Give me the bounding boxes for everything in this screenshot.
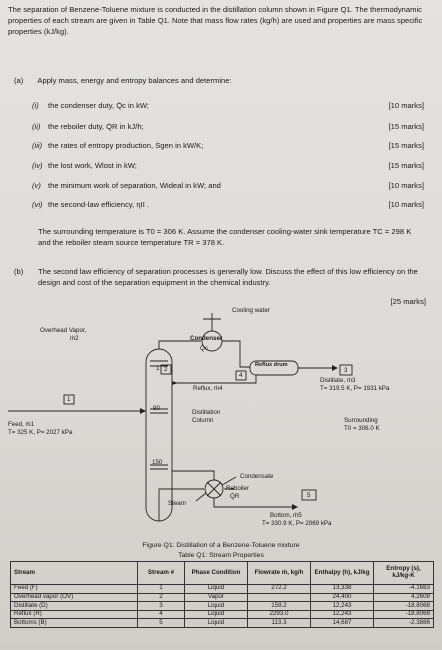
tray-number-bottom: 150 xyxy=(152,459,163,466)
bottom-label: Bottom, ṁ5 xyxy=(270,512,302,519)
stream-box-2: 2 xyxy=(164,366,168,373)
feed-conditions: T= 325 K, P= 2027 kPa xyxy=(8,429,73,436)
table-row: Overhead vapor (OV) 2 Vapor 24,400 4.260… xyxy=(10,592,434,603)
part-a-item: (iii) the rates of entropy production, Ṡ… xyxy=(32,141,424,150)
part-a-item: (iv) the lost work, Ẇlost in kW; [15 mar… xyxy=(32,161,424,170)
part-a-label: (a) xyxy=(14,76,24,85)
col-header-stream: Stream xyxy=(10,561,138,585)
reflux-drum-label: Reflux drum xyxy=(255,362,288,368)
stream-box-5: 5 xyxy=(307,492,311,499)
stream-box-1: 1 xyxy=(67,396,71,403)
distillate-conditions: T= 319.5 K, P= 1931 kPa xyxy=(320,385,390,392)
overhead-vapor-label: Overhead Vapor, xyxy=(40,327,87,334)
table-header-row: Stream Stream # Phase Condition Flowrate… xyxy=(10,561,434,585)
part-a-item: (ii) the reboiler duty, Q̇R in kJ/h; [15… xyxy=(32,122,424,131)
part-a-text: Apply mass, energy and entropy balances … xyxy=(37,76,232,85)
table-row: Bottoms (B) 5 Liquid 113.3 14,687 -2.388… xyxy=(10,618,434,628)
table-caption: Table Q1: Stream Properties xyxy=(178,552,264,559)
bottom-conditions: T= 330.9 K, P= 2069 kPa xyxy=(262,520,332,527)
part-a-heading: (a) Apply mass, energy and entropy balan… xyxy=(14,75,232,86)
table-row: Feed (F) 1 Liquid 272.2 13,338 -4.1683 xyxy=(10,584,434,594)
part-b-marks: [25 marks] xyxy=(390,297,426,306)
col-header-stream-number: Stream # xyxy=(137,561,185,585)
stream-box-4: 4 xyxy=(239,372,243,379)
reboiler-label: Reboiler xyxy=(226,485,250,492)
col-header-enthalpy: Enthalpy (h), kJ/kg xyxy=(310,561,374,585)
stream-box-3: 3 xyxy=(344,367,348,374)
condenser-label: Condenser xyxy=(190,335,223,342)
figure-caption: Figure Q1: Distillation of a Benzene-Tol… xyxy=(142,542,300,549)
table-row: Distillate (D) 3 Liquid 159.2 12,243 -18… xyxy=(10,601,434,611)
steam-label: Steam xyxy=(168,500,186,507)
col-header-flowrate: Flowrate ṁ, kg/h xyxy=(247,561,311,585)
part-a-item: (vi) the second-law efficiency, ηII . [1… xyxy=(32,200,424,209)
column-label: Distillation Column xyxy=(192,409,221,425)
col-header-phase: Phase Condition xyxy=(184,561,248,585)
intro-paragraph: The separation of Benzene-Toluene mixtur… xyxy=(8,5,423,36)
surroundings-paragraph: The surrounding temperature is T0 = 306 … xyxy=(38,227,412,247)
distillation-diagram: Cooling water Overhead Vapor, ṁ2 Condens… xyxy=(0,305,442,540)
distillate-label: Distillate, ṁ3 xyxy=(320,377,356,384)
tray-number-top: 1 xyxy=(156,365,160,372)
stream-properties-table: Stream Stream # Phase Condition Flowrate… xyxy=(10,561,434,628)
part-b-label: (b) xyxy=(14,267,24,276)
overhead-vapor-symbol: ṁ2 xyxy=(70,335,79,342)
part-a-item: (i) the condenser duty, Q̇c in kW; [10 m… xyxy=(32,101,424,110)
condensate-label: Condensate xyxy=(240,473,274,480)
part-b-text: The second law efficiency of separation … xyxy=(38,267,418,287)
cooling-water-label: Cooling water xyxy=(232,307,270,314)
surrounding-label: Surrounding xyxy=(344,417,378,424)
feed-label: Feed, ṁ1 xyxy=(8,421,35,428)
diagram-lines xyxy=(8,313,353,522)
tray-number-mid: 90 xyxy=(153,405,160,412)
surrounding-temperature: T0 = 306.0 K xyxy=(344,425,380,432)
part-a-item: (v) the minimum work of separation, Ẇide… xyxy=(32,181,424,190)
col-header-entropy: Entropy (s), kJ/kg-K xyxy=(373,561,434,585)
reflux-label: Reflux, ṁ4 xyxy=(193,385,223,392)
reboiler-duty-label: Q̇R xyxy=(230,493,240,500)
table-row: Reflux (R) 4 Liquid 2293.0 12,243 -18.80… xyxy=(10,609,434,620)
condenser-duty-label: Q̇c xyxy=(200,345,208,352)
